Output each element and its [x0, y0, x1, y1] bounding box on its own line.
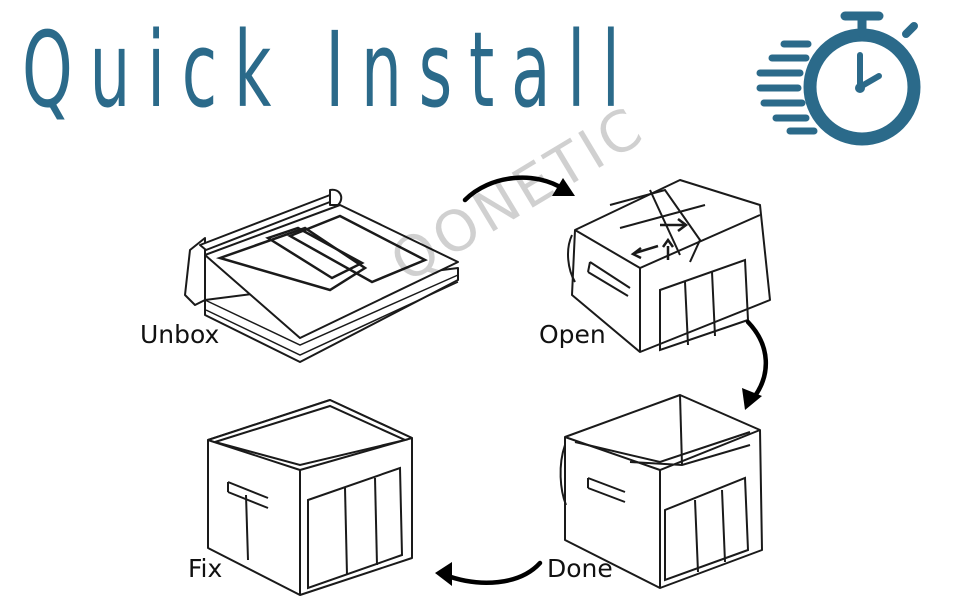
step-label-fix: Fix — [188, 554, 223, 583]
step-label-done: Done — [547, 554, 613, 583]
step-label-open: Open — [539, 320, 606, 349]
page-title: Quick Install — [22, 9, 637, 131]
step-label-unbox: Unbox — [140, 320, 220, 349]
